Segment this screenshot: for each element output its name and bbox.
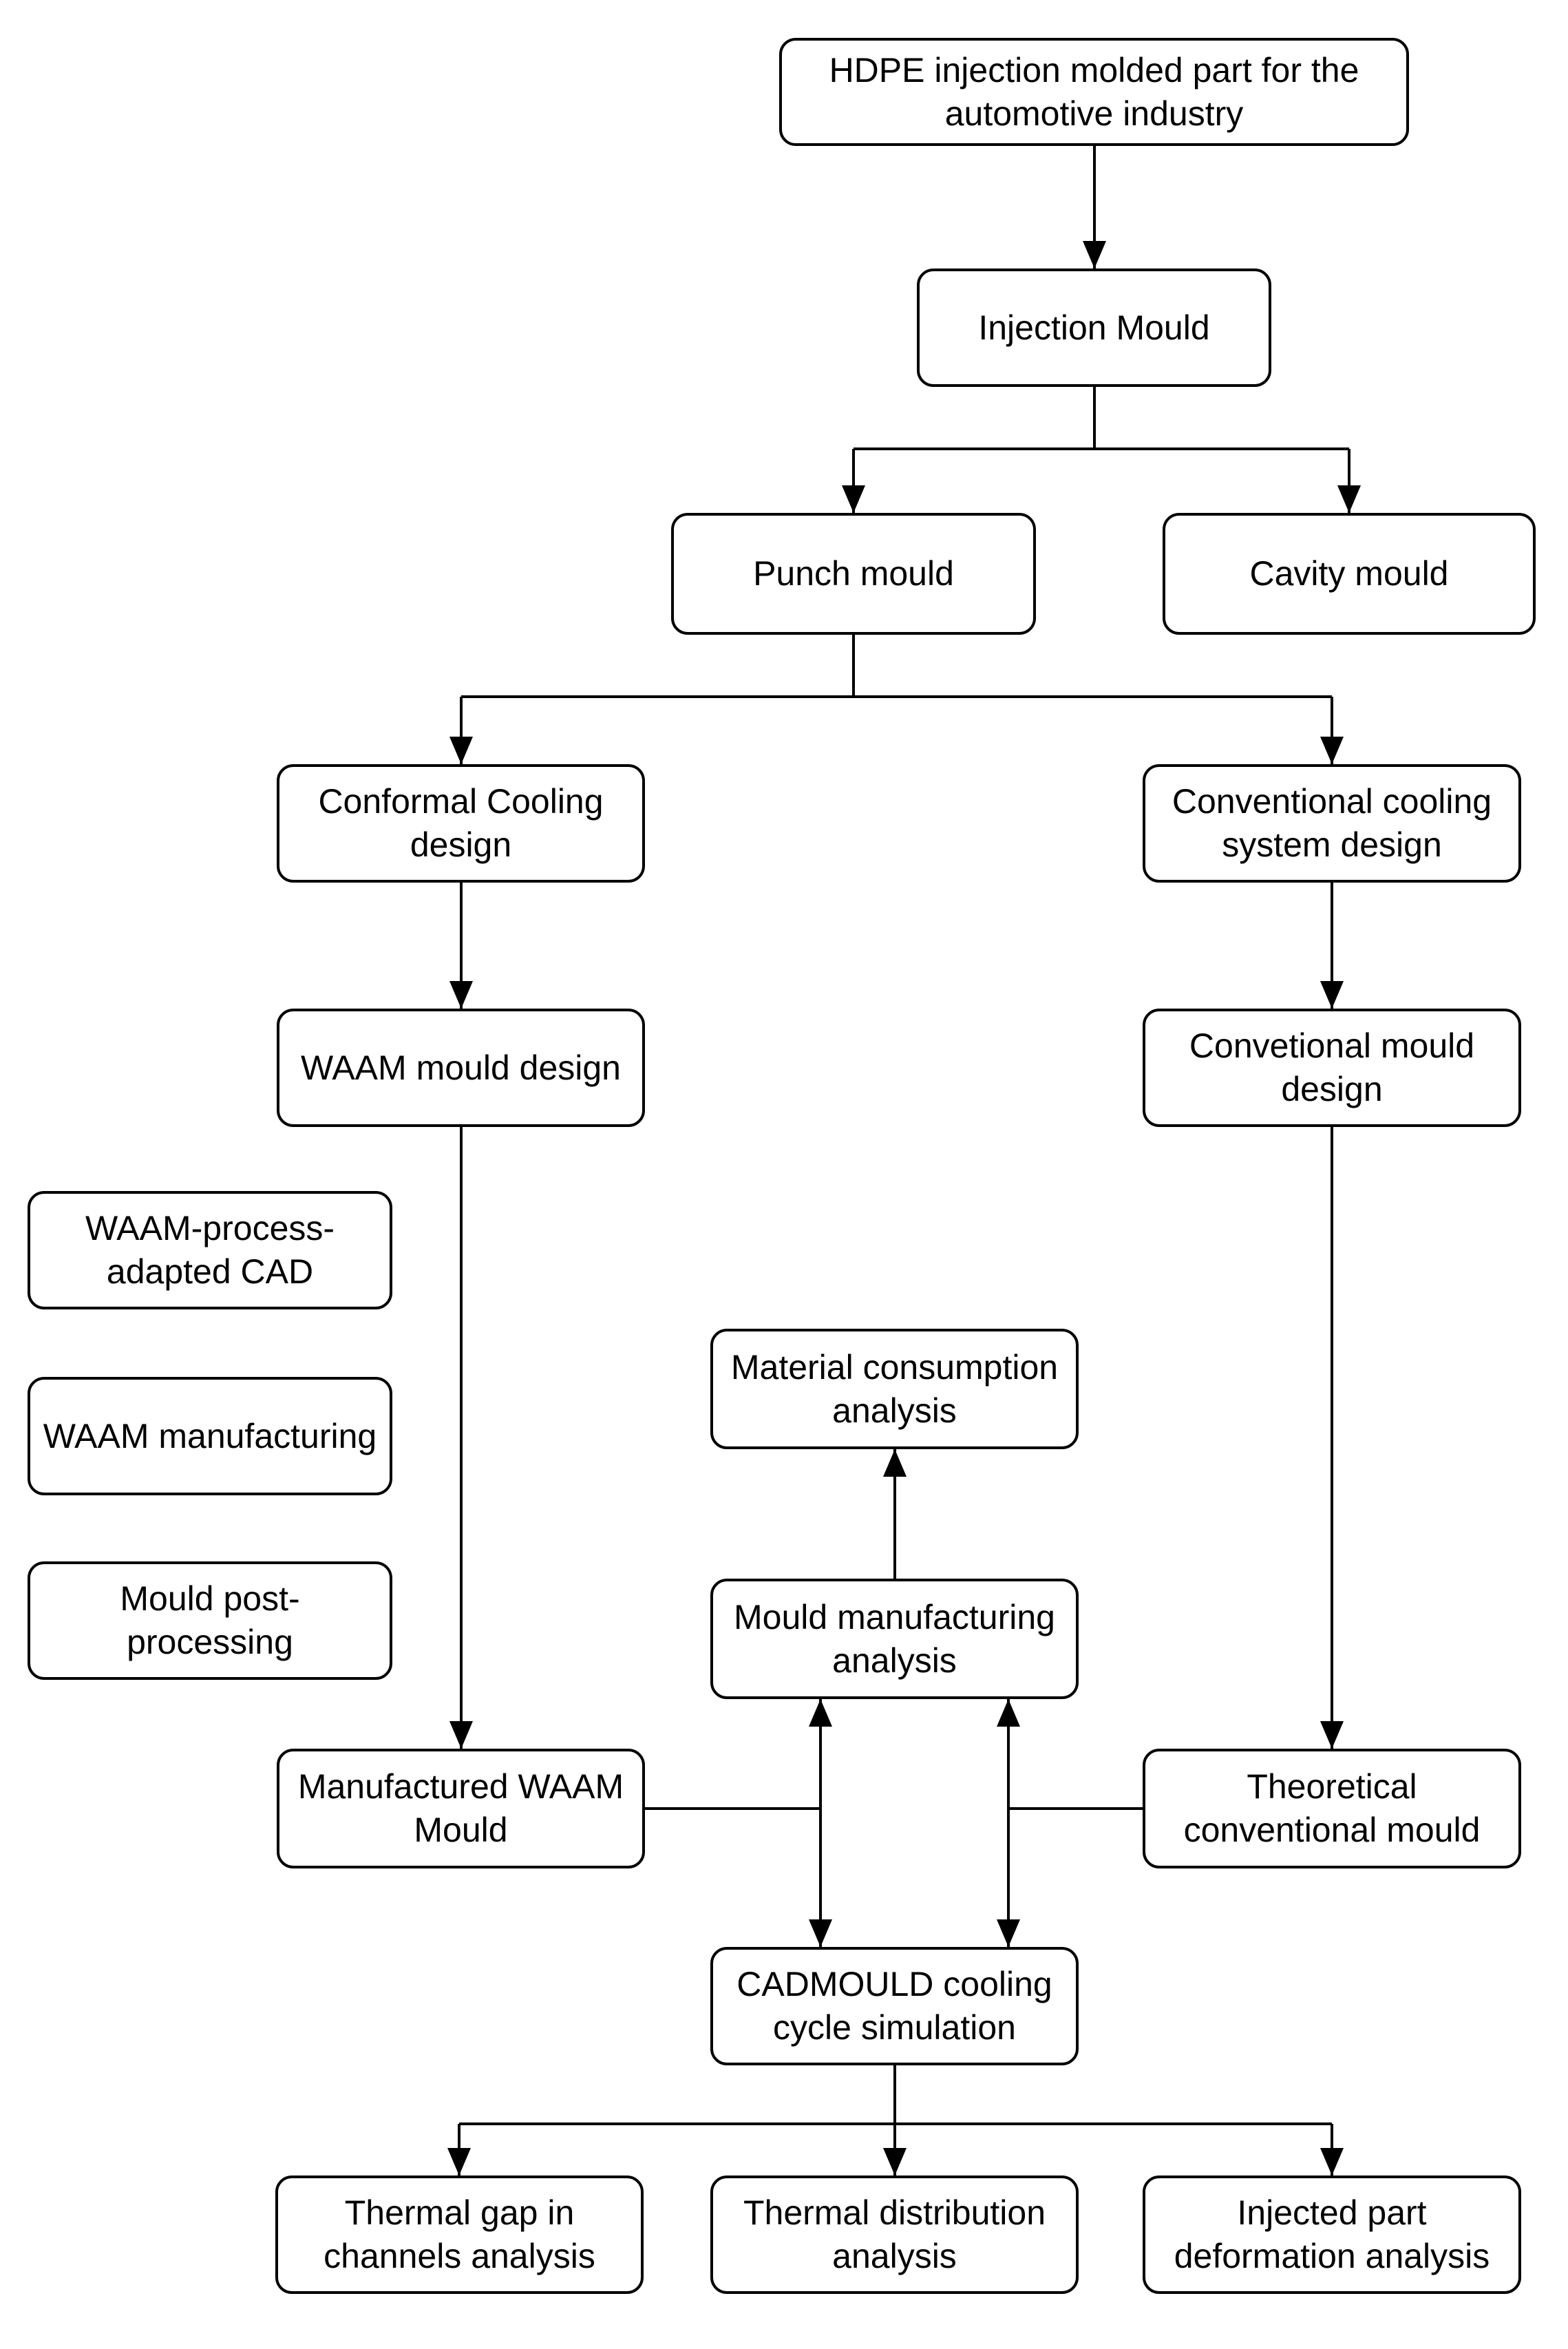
node-waam-manufacturing: WAAM manufacturing	[28, 1377, 392, 1495]
node-label: Material consumption analysis	[730, 1347, 1059, 1430]
node-injection-mould: Injection Mould	[917, 268, 1271, 387]
node-theoretical-conventional-mould: Theoretical conventional mould	[1143, 1749, 1521, 1868]
node-label: Punch mould	[753, 554, 954, 593]
node-manufactured-waam-mould: Manufactured WAAM Mould	[277, 1749, 645, 1868]
node-label: Convetional mould design	[1189, 1026, 1475, 1108]
node-label: Injected part deformation analysis	[1174, 2193, 1490, 2275]
node-label: Thermal gap in channels analysis	[324, 2193, 595, 2275]
node-waam-mould-design: WAAM mould design	[277, 1009, 645, 1127]
node-label: Manufactured WAAM Mould	[297, 1767, 624, 1849]
node-mould-manufacturing-analysis: Mould manufacturing analysis	[710, 1579, 1079, 1699]
node-label: Conventional cooling system design	[1172, 782, 1492, 864]
node-cadmould-cooling-cycle-simulation: CADMOULD cooling cycle simulation	[710, 1947, 1079, 2065]
node-material-consumption-analysis: Material consumption analysis	[710, 1329, 1079, 1449]
node-label: Injection Mould	[978, 308, 1210, 347]
node-thermal-gap-in-channels-analysis: Thermal gap in channels analysis	[275, 2176, 644, 2294]
node-convetional-mould-design: Convetional mould design	[1143, 1009, 1521, 1127]
node-punch-mould: Punch mould	[671, 513, 1036, 635]
node-conventional-cooling-system-design: Conventional cooling system design	[1143, 764, 1521, 883]
node-label: Cavity mould	[1249, 554, 1449, 593]
node-conformal-cooling-design: Conformal Cooling design	[277, 764, 645, 883]
node-thermal-distribution-analysis: Thermal distribution analysis	[710, 2176, 1079, 2294]
node-hdpe-part: HDPE injection molded part for the autom…	[779, 38, 1409, 146]
node-injected-part-deformation-analysis: Injected part deformation analysis	[1143, 2176, 1521, 2294]
node-label: HDPE injection molded part for the autom…	[829, 50, 1359, 133]
node-cavity-mould: Cavity mould	[1163, 513, 1536, 635]
node-mould-post-processing: Mould post- processing	[28, 1561, 392, 1680]
node-label: Thermal distribution analysis	[743, 2193, 1046, 2275]
node-label: WAAM-process- adapted CAD	[85, 1209, 335, 1291]
node-label: Conformal Cooling design	[318, 782, 604, 864]
node-label: WAAM manufacturing	[43, 1416, 377, 1455]
node-label: CADMOULD cooling cycle simulation	[737, 1965, 1052, 2047]
node-label: Mould post- processing	[120, 1579, 300, 1661]
node-waam-process-adapted-cad: WAAM-process- adapted CAD	[28, 1191, 392, 1309]
node-label: Mould manufacturing analysis	[734, 1597, 1055, 1680]
node-label: Theoretical conventional mould	[1183, 1767, 1481, 1849]
node-label: WAAM mould design	[301, 1048, 621, 1087]
